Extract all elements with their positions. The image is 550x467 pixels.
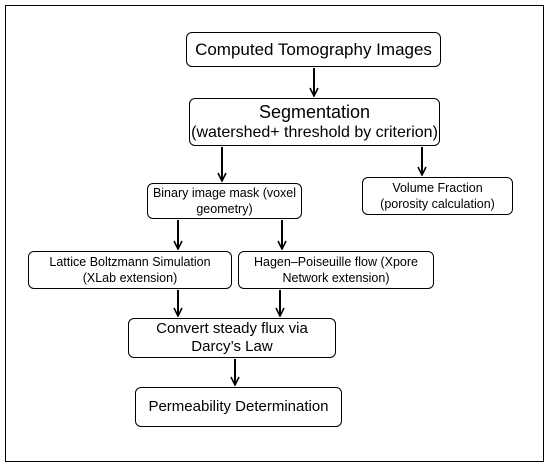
node-label-line2: (watershed+ threshold by criterion) (191, 124, 438, 142)
node-computed-tomography-images: Computed Tomography Images (186, 32, 441, 67)
node-darcys-law: Convert steady flux via Darcy’s Law (128, 318, 336, 358)
node-label-line1: Binary image mask (voxel (152, 185, 297, 200)
node-permeability-determination: Permeability Determination (135, 387, 342, 427)
node-label-line2: Network extension) (282, 271, 390, 285)
node-label-line1: Lattice Boltzmann Simulation (49, 254, 211, 269)
node-label-line1: Hagen–Poiseuille flow (Xpore (254, 254, 418, 269)
node-label-line1: Volume Fraction (392, 180, 483, 195)
node-hagen-poiseuille-flow: Hagen–Poiseuille flow (Xpore Network ext… (238, 251, 434, 289)
node-binary-image-mask: Binary image mask (voxel geometry) (147, 183, 302, 219)
diagram-frame (5, 5, 544, 462)
node-segmentation: Segmentation (watershed+ threshold by cr… (189, 98, 440, 146)
node-label-line2: geometry) (196, 202, 253, 216)
node-volume-fraction: Volume Fraction (porosity calculation) (362, 177, 513, 215)
node-label-line1: Segmentation (258, 101, 371, 122)
node-label: Computed Tomography Images (195, 39, 432, 59)
node-label-line2: (XLab extension) (82, 271, 178, 285)
node-label-line2: Darcy’s Law (191, 338, 273, 355)
node-label-line2: (porosity calculation) (380, 197, 495, 211)
node-label: Permeability Determination (148, 397, 329, 415)
node-lattice-boltzmann-simulation: Lattice Boltzmann Simulation (XLab exten… (28, 251, 232, 289)
node-label-line1: Convert steady flux via (156, 320, 308, 337)
